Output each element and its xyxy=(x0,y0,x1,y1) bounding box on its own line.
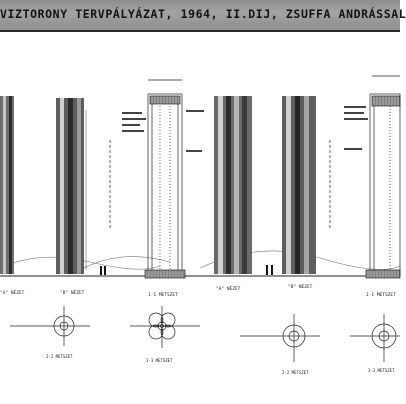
architectural-drawing: "A" NÉZET "B" NÉZET 1-1 METSZET "A" NÉZE… xyxy=(0,75,401,375)
label-1-1-metszet-left: 1-1 METSZET xyxy=(148,292,178,298)
plan-3-3-left xyxy=(130,306,200,348)
plan-3-3-right xyxy=(350,314,400,362)
annotation-text-right xyxy=(344,106,368,150)
annotation-text-left xyxy=(122,110,204,152)
label-a-nezet-right: "A" NÉZET xyxy=(216,284,241,292)
drawing-sheet: "A" NÉZET "B" NÉZET 1-1 METSZET "A" NÉZE… xyxy=(0,32,401,400)
label-b-nezet-left: "B" NÉZET xyxy=(60,288,85,296)
section-labels: 2-2 METSZET 3-3 METSZET 2-2 METSZET 3-3 … xyxy=(46,354,395,375)
elevation-labels: "A" NÉZET "B" NÉZET 1-1 METSZET "A" NÉZE… xyxy=(0,282,396,298)
label-b-nezet-right: "B" NÉZET xyxy=(288,282,313,290)
drawing-title: VIZTORONY TERVPÁLYÁZAT, 1964, II.DIJ, ZS… xyxy=(0,7,406,21)
title-bar: VIZTORONY TERVPÁLYÁZAT, 1964, II.DIJ, ZS… xyxy=(0,0,406,32)
section-1-1-right xyxy=(329,75,401,279)
tower-a-left xyxy=(0,96,14,274)
label-a-nezet-left: "A" NÉZET xyxy=(0,288,25,296)
plan-2-2-right xyxy=(240,314,320,362)
human-figures xyxy=(100,265,273,275)
label-3-3-metszet-left: 3-3 METSZET xyxy=(146,358,173,363)
section-1-1-left xyxy=(109,79,186,279)
tower-a-right xyxy=(214,96,252,274)
label-1-1-metszet-right: 1-1 METSZET xyxy=(366,292,396,298)
tower-b-left xyxy=(56,98,87,274)
label-2-2-metszet-right: 2-2 METSZET xyxy=(282,370,309,375)
tower-b-right xyxy=(282,96,316,274)
label-2-2-metszet-left: 2-2 METSZET xyxy=(46,354,73,359)
label-3-3-metszet-right: 3-3 METSZET xyxy=(368,368,395,373)
plan-2-2-left xyxy=(10,306,90,346)
